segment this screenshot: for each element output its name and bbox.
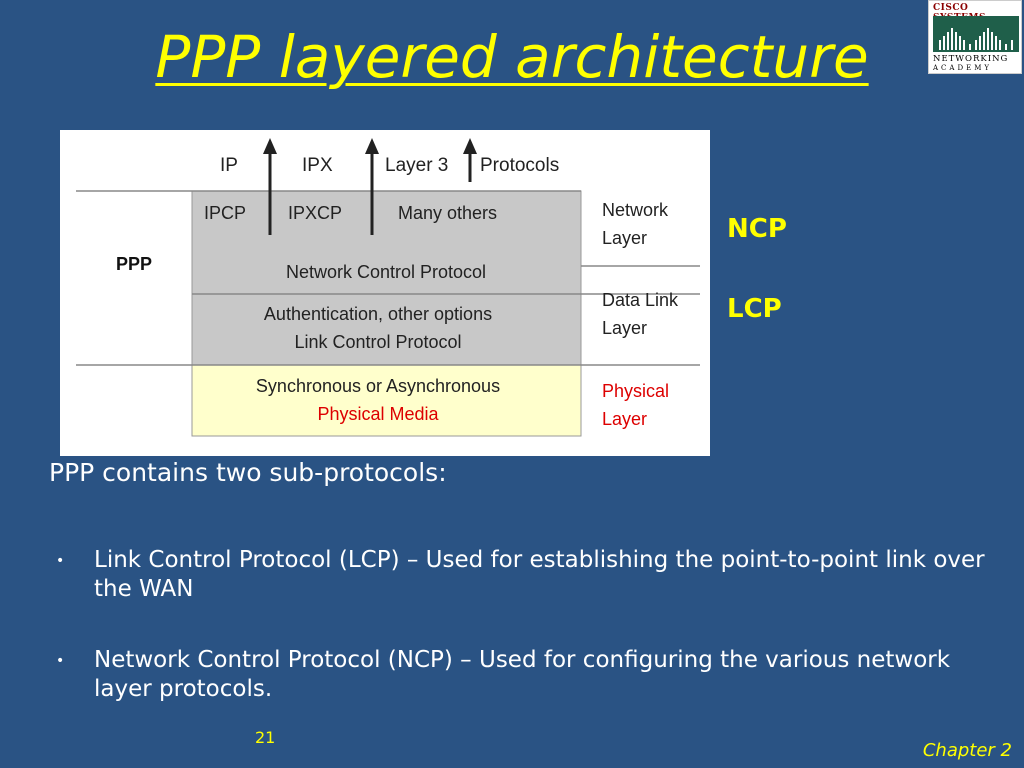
label-many-others: Many others	[398, 203, 497, 223]
label-datalink-layer-1: Data Link	[602, 290, 679, 310]
label-physical-layer-2: Layer	[602, 409, 647, 429]
label-lcp-line2: Link Control Protocol	[294, 332, 461, 352]
label-datalink-layer-2: Layer	[602, 318, 647, 338]
label-physical-layer-1: Physical	[602, 381, 669, 401]
label-ppp: PPP	[116, 254, 152, 274]
list-item: • Network Control Protocol (NCP) – Used …	[56, 646, 996, 704]
label-ipxcp: IPXCP	[288, 203, 342, 223]
page-number: 21	[255, 728, 276, 747]
bullet-list: • Link Control Protocol (LCP) – Used for…	[56, 546, 996, 746]
label-ipx: IPX	[302, 155, 333, 176]
lcp-block	[191, 293, 582, 366]
arrow-up-icon	[365, 138, 379, 235]
physical-block	[191, 364, 582, 437]
arrow-up-icon	[463, 138, 477, 182]
bridge-icon	[933, 16, 1019, 52]
bullet-text: Link Control Protocol (LCP) – Used for e…	[94, 547, 985, 602]
intro-text: PPP contains two sub-protocols:	[49, 458, 447, 487]
label-ip: IP	[220, 155, 238, 176]
label-protocols: Protocols	[480, 155, 559, 176]
label-layer3: Layer 3	[385, 155, 448, 176]
label-phys-line2: Physical Media	[317, 404, 439, 424]
bullet-text: Network Control Protocol (NCP) – Used fo…	[94, 647, 951, 702]
label-ipcp: IPCP	[204, 203, 246, 223]
cisco-logo: CISCO SYSTEMS NETWORKING ACADEMY	[928, 0, 1022, 74]
list-item: • Link Control Protocol (LCP) – Used for…	[56, 546, 996, 604]
bullet-dot-icon: •	[56, 553, 65, 569]
lcp-label: LCP	[727, 294, 782, 324]
label-lcp-line1: Authentication, other options	[264, 304, 492, 324]
label-network-layer-1: Network	[602, 200, 669, 220]
bullet-dot-icon: •	[56, 653, 65, 669]
arrow-up-icon	[263, 138, 277, 235]
ncp-block	[191, 190, 582, 295]
label-phys-line1: Synchronous or Asynchronous	[256, 376, 500, 396]
ncp-label: NCP	[727, 214, 787, 244]
label-network-layer-2: Layer	[602, 228, 647, 248]
logo-networking-text: NETWORKING	[933, 54, 1009, 64]
chapter-label: Chapter 2	[922, 740, 1012, 761]
ppp-architecture-diagram: IP IPX Layer 3 Protocols IPCP IPXCP Many…	[60, 130, 710, 456]
slide-title: PPP layered architecture	[155, 23, 869, 91]
logo-academy-text: ACADEMY	[933, 64, 992, 72]
label-ncp-block: Network Control Protocol	[286, 262, 486, 282]
